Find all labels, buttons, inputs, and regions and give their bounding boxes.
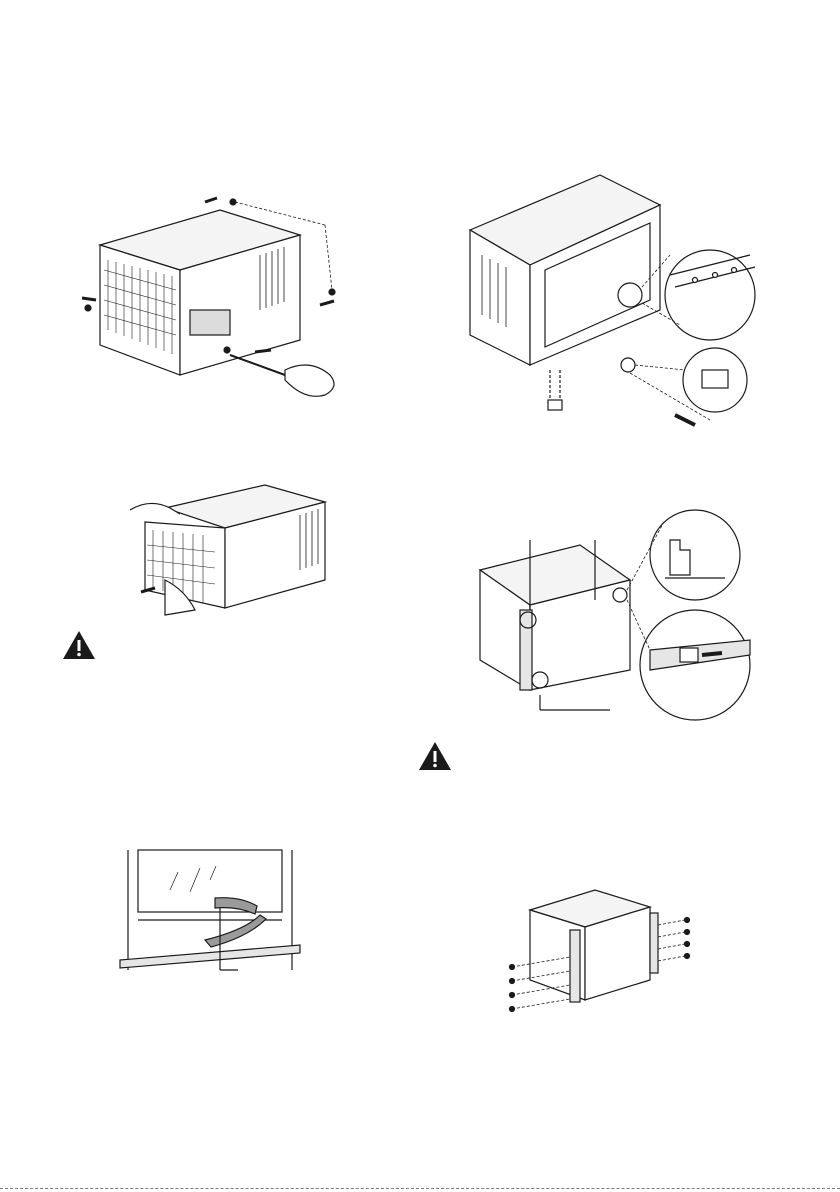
- figure-curtain-screws: [500, 885, 700, 1025]
- figure-remove-screws: [70, 190, 360, 410]
- warning-triangle-icon: [418, 741, 452, 771]
- figure-side-panels: [470, 500, 760, 730]
- figure-cabinet-brackets: [460, 175, 790, 435]
- page-bottom-border: [0, 1188, 840, 1189]
- warning-triangle-icon: [62, 630, 96, 660]
- figure-window-seal: [110, 850, 310, 985]
- figure-pull-chassis: [125, 480, 365, 620]
